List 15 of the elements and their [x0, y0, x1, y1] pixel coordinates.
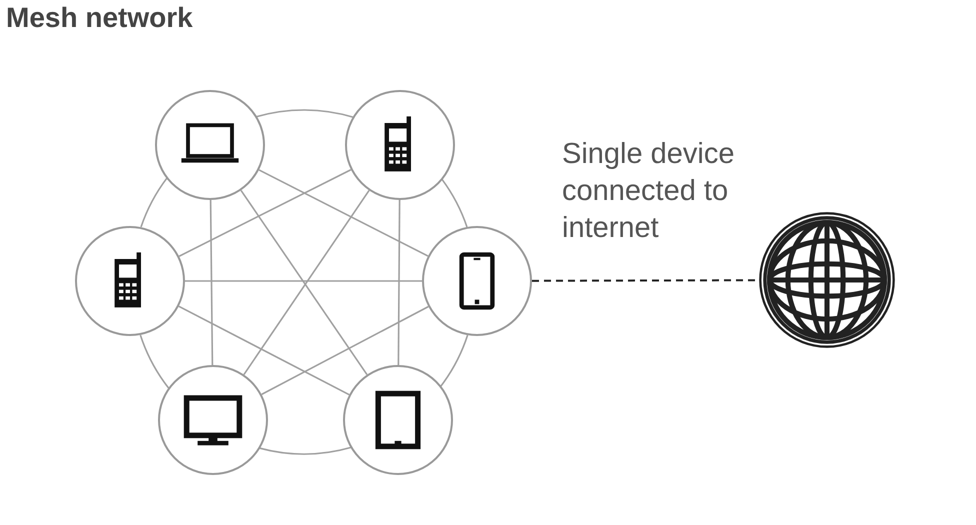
connector-line — [140, 178, 168, 228]
connector-line — [259, 446, 352, 455]
connector-line — [185, 280, 422, 282]
connector-line — [261, 306, 429, 396]
connector-line — [178, 306, 350, 396]
connector-line — [258, 169, 428, 257]
connector-line — [256, 109, 354, 118]
diagram-title: Mesh network — [6, 2, 193, 34]
connector-line — [210, 200, 214, 366]
dashed-connector — [532, 279, 758, 282]
connector-line — [178, 169, 352, 257]
connector-line — [140, 334, 170, 390]
connector-line — [440, 334, 468, 387]
connector-line — [441, 178, 468, 228]
connector-line — [398, 200, 400, 365]
